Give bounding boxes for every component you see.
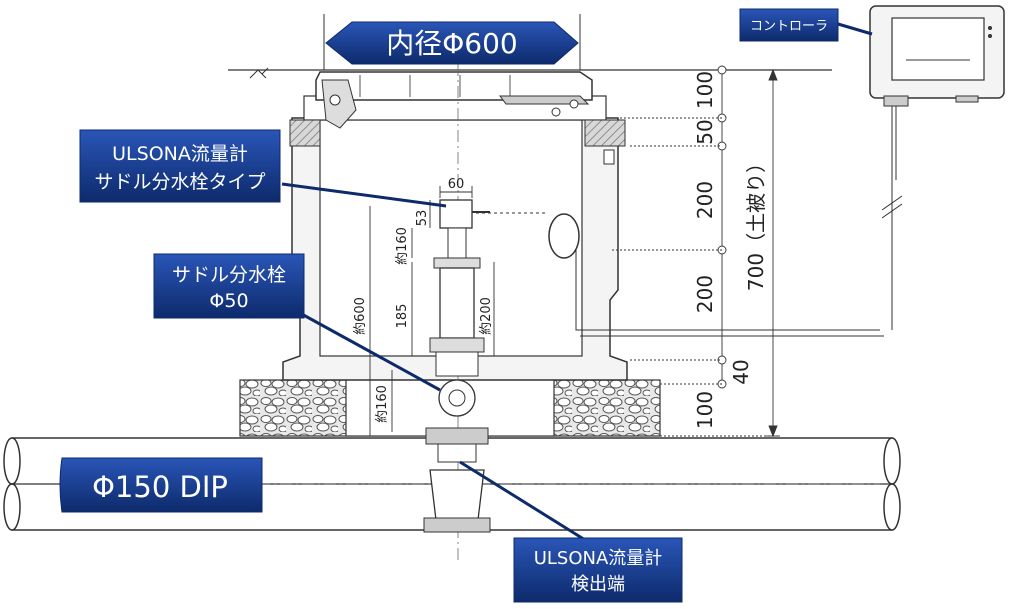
manhole-body	[282, 64, 628, 560]
dim-h-53: 53	[415, 210, 430, 227]
controller-cable	[575, 104, 903, 337]
flowmeter-saddle-line1: ULSONA流量計	[112, 143, 248, 165]
dim-approx-160-lower: 約160	[375, 385, 390, 423]
dim-width-60: 60	[448, 177, 465, 192]
dim-right-200-upper: 200	[693, 181, 717, 219]
callout-detector: ULSONA流量計 検出端	[513, 537, 683, 603]
dim-approx-200: 約200	[479, 297, 494, 335]
interior-dimensions	[369, 186, 495, 436]
dim-right-50: 50	[693, 119, 717, 144]
controller-label: コントローラ	[750, 19, 828, 34]
dim-right-100-top: 100	[693, 71, 717, 109]
right-dimension-chain	[612, 65, 780, 438]
flowmeter-saddle-line2: サドル分水栓タイプ	[94, 171, 265, 193]
dim-approx-160-upper: 約160	[395, 227, 410, 265]
callout-saddle-valve: サドル分水栓 Φ50	[153, 253, 305, 319]
valve-assembly	[423, 199, 491, 533]
dim-right-40: 40	[729, 359, 753, 384]
detector-line1: ULSONA流量計	[534, 548, 663, 569]
inner-diameter-banner: 内径Φ600	[323, 14, 581, 70]
dim-right-200-lower: 200	[693, 275, 717, 313]
controller-label-box: コントローラ	[739, 8, 839, 42]
callout-pipe: Φ150 DIP	[59, 457, 263, 513]
callout-leaders	[281, 22, 873, 550]
saddle-valve-line2: Φ50	[209, 290, 248, 312]
dim-h-185: 185	[395, 304, 410, 329]
inner-diameter-label: 内径Φ600	[386, 27, 517, 60]
detector-line2: 検出端	[571, 574, 625, 595]
callout-flowmeter-saddle: ULSONA流量計 サドル分水栓タイプ	[79, 129, 281, 203]
saddle-valve-line1: サドル分水栓	[172, 264, 286, 286]
controller-device	[869, 5, 1005, 107]
pipe-label: Φ150 DIP	[92, 470, 228, 504]
ground-surface	[228, 67, 832, 79]
dim-total-700: 700（土被り）	[744, 153, 768, 291]
dim-approx-600: 約600	[353, 297, 368, 335]
dim-right-100-bottom: 100	[693, 391, 717, 429]
